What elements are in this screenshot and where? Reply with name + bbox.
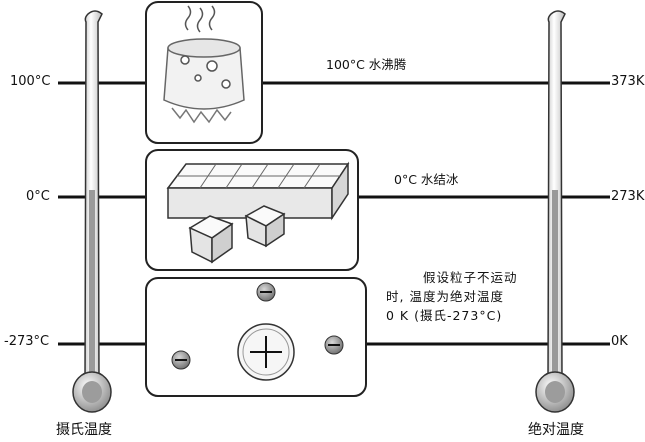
celsius-thermometer <box>72 10 112 413</box>
kelvin-tick-0: 0K <box>611 334 628 349</box>
kelvin-mercury-column <box>552 190 558 385</box>
celsius-scale-title: 摄氏温度 <box>56 422 112 438</box>
kelvin-tick-373: 373K <box>611 74 645 89</box>
still-particles-panel <box>145 277 367 397</box>
kelvin-thermometer <box>535 10 575 413</box>
absolute-zero-note-line1: 假设粒子不运动 <box>423 270 518 285</box>
celsius-tick-minus273: -273°C <box>4 334 50 349</box>
boiling-caption: 100°C 水沸腾 <box>326 57 407 72</box>
ice-tray-icon <box>166 161 350 221</box>
absolute-zero-note-line2: 时, 温度为绝对温度 <box>386 289 504 304</box>
boiling-pot-icon <box>163 5 245 124</box>
boiling-pot-panel <box>145 1 263 144</box>
absolute-zero-note-line3: 0 K (摄氏-273°C) <box>386 308 503 323</box>
ice-tray-panel <box>145 149 359 271</box>
absolute-zero-note: 假设粒子不运动 时, 温度为绝对温度 0 K (摄氏-273°C) <box>386 268 518 325</box>
celsius-tick-100: 100°C <box>10 74 51 89</box>
celsius-mercury-column <box>89 190 95 385</box>
freezing-caption: 0°C 水结冰 <box>394 172 459 187</box>
still-particles-icon <box>171 282 344 381</box>
kelvin-scale-title: 绝对温度 <box>528 422 584 438</box>
ice-cube-icon <box>188 205 286 264</box>
celsius-tick-0: 0°C <box>26 189 50 204</box>
kelvin-tick-273: 273K <box>611 189 645 204</box>
